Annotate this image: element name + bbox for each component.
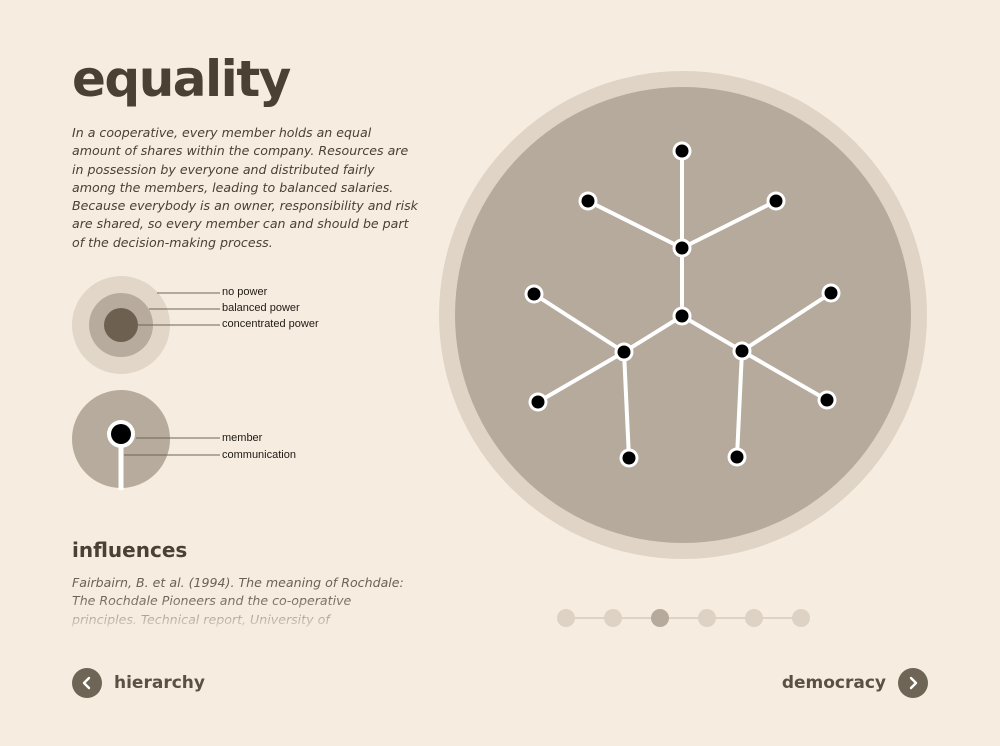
member-node xyxy=(732,341,752,361)
member-node xyxy=(672,141,692,161)
link xyxy=(740,291,833,353)
member-node xyxy=(614,342,634,362)
member-node xyxy=(821,283,841,303)
legend-label-member: member xyxy=(222,432,263,444)
legend-label-communication: communication xyxy=(222,449,296,461)
prev-label[interactable]: hierarchy xyxy=(114,673,205,693)
link xyxy=(680,314,744,353)
influences-heading: influences xyxy=(72,538,188,562)
legend-label-no-power: no power xyxy=(222,286,268,298)
link xyxy=(622,314,684,354)
prev-button[interactable]: hierarchy xyxy=(72,668,205,698)
intro-paragraph: In a cooperative, every member holds an … xyxy=(72,125,418,250)
power-legend-icon xyxy=(72,276,220,374)
member-node xyxy=(766,191,786,211)
page-dot[interactable] xyxy=(557,609,575,627)
communication-links xyxy=(532,149,833,460)
page-dot[interactable] xyxy=(698,609,716,627)
link xyxy=(536,350,626,404)
member-node xyxy=(817,390,837,410)
legend-label-balanced-power: balanced power xyxy=(222,302,300,314)
member-nodes xyxy=(524,141,841,468)
page-indicator xyxy=(557,609,810,627)
page-dot-active[interactable] xyxy=(651,609,669,627)
member-node xyxy=(524,284,544,304)
concentrated-power-circle xyxy=(104,308,138,342)
link xyxy=(680,199,778,250)
legend-label-concentrated-power: concentrated power xyxy=(222,318,319,330)
link xyxy=(735,349,744,459)
member-node xyxy=(727,447,747,467)
member-node xyxy=(111,424,131,444)
page-dot[interactable] xyxy=(745,609,763,627)
member-node xyxy=(528,392,548,412)
link xyxy=(622,350,631,460)
member-node xyxy=(578,191,598,211)
page-title: equality xyxy=(72,50,291,108)
link xyxy=(740,349,829,402)
network-legend-icon xyxy=(72,390,220,490)
member-node xyxy=(619,448,639,468)
legend-graphic xyxy=(72,276,220,490)
link xyxy=(532,292,626,354)
page-dot[interactable] xyxy=(604,609,622,627)
chevron-left-icon[interactable] xyxy=(72,668,102,698)
next-label[interactable]: democracy xyxy=(781,673,886,693)
member-node xyxy=(672,238,692,258)
page-dot[interactable] xyxy=(792,609,810,627)
link xyxy=(586,199,684,250)
next-button[interactable]: democracy xyxy=(782,668,928,698)
member-node xyxy=(672,306,692,326)
influences-reference: Fairbairn, B. et al. (1994). The meaning… xyxy=(72,575,404,627)
equality-network-diagram xyxy=(439,71,927,559)
chevron-right-icon[interactable] xyxy=(898,668,928,698)
